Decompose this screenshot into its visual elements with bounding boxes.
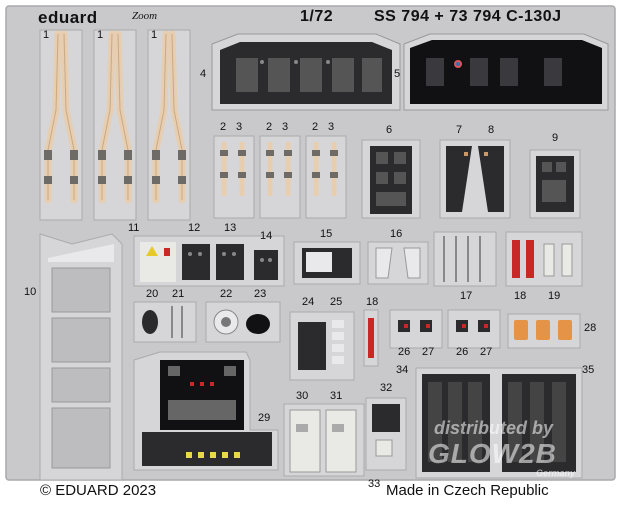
part-number: 26 — [456, 346, 469, 358]
part-number: 2 — [220, 121, 227, 133]
part-number: 2 — [266, 121, 273, 133]
small-panels-11-14 — [133, 235, 285, 287]
scale-label: 1/72 — [300, 8, 334, 25]
brand-logo: eduard — [38, 8, 98, 27]
part-number: 26 — [398, 346, 411, 358]
part-number: 1 — [97, 29, 104, 41]
part-number: 8 — [488, 124, 495, 136]
part-number: 3 — [236, 121, 243, 133]
part-number: 27 — [480, 346, 493, 358]
panel-32-33 — [365, 397, 407, 471]
origin-label: Made in Czech Republic — [386, 482, 549, 499]
center-console-29 — [133, 351, 279, 471]
part-number: 3 — [282, 121, 289, 133]
part-number: 15 — [320, 228, 333, 240]
glareshield-panel-5 — [403, 33, 609, 111]
display-panel-15 — [293, 241, 361, 285]
part-number: 10 — [24, 286, 37, 298]
watermark-line-3: Germany — [536, 468, 576, 478]
part-number: 30 — [296, 390, 309, 402]
set-code-label: SS 794 + 73 794 C-130J — [374, 8, 562, 25]
part-number: 3 — [328, 121, 335, 133]
part-number: 13 — [224, 222, 237, 234]
part-number: 1 — [43, 29, 50, 41]
console-panels-6-9 — [361, 139, 581, 219]
part-number: 32 — [380, 382, 393, 394]
part-number: 24 — [302, 296, 315, 308]
orange-pads-28 — [507, 313, 581, 349]
part-number: 35 — [582, 364, 595, 376]
part-number: 33 — [368, 478, 381, 490]
part-number: 23 — [254, 288, 267, 300]
part-number: 20 — [146, 288, 159, 300]
side-panel-10 — [39, 233, 123, 481]
copyright-label: © EDUARD 2023 — [40, 482, 157, 499]
switch-panel-24-25 — [289, 311, 355, 381]
part-number: 18 — [366, 296, 379, 308]
part-number: 25 — [330, 296, 343, 308]
part-number: 34 — [396, 364, 409, 376]
part-number: 1 — [151, 29, 158, 41]
part-number: 19 — [548, 290, 561, 302]
part-number: 21 — [172, 288, 185, 300]
part-number: 27 — [422, 346, 435, 358]
part-number: 7 — [456, 124, 463, 136]
harness-group-2-3 — [213, 135, 347, 219]
part-number: 2 — [312, 121, 319, 133]
strips-17 — [433, 231, 497, 287]
part-number: 28 — [584, 322, 597, 334]
warning-strips-18-19 — [505, 231, 583, 287]
part-number: 5 — [394, 68, 401, 80]
part-number: 17 — [460, 290, 473, 302]
part-number: 9 — [552, 132, 559, 144]
part-number: 4 — [200, 68, 207, 80]
parts-20-23 — [133, 301, 281, 343]
part-number: 22 — [220, 288, 233, 300]
seatbelt-group-1 — [39, 29, 191, 221]
watermark-line-1: distributed by — [434, 418, 554, 438]
light-panels-30-31 — [283, 403, 365, 477]
overhead-panel-4 — [211, 33, 401, 111]
part-number: 18 — [514, 290, 527, 302]
part-number: 12 — [188, 222, 201, 234]
part-number: 29 — [258, 412, 271, 424]
zoom-logo: Zoom — [132, 10, 158, 22]
handles-16 — [367, 241, 429, 285]
part-number: 16 — [390, 228, 403, 240]
part-number: 11 — [128, 222, 140, 234]
watermark-line-2: GLOW2B — [428, 438, 557, 469]
large-panels-34-35 — [415, 367, 583, 479]
part-number: 31 — [330, 390, 343, 402]
part-number: 6 — [386, 124, 393, 136]
levers-26-27 — [389, 309, 501, 349]
part-number: 14 — [260, 230, 273, 242]
